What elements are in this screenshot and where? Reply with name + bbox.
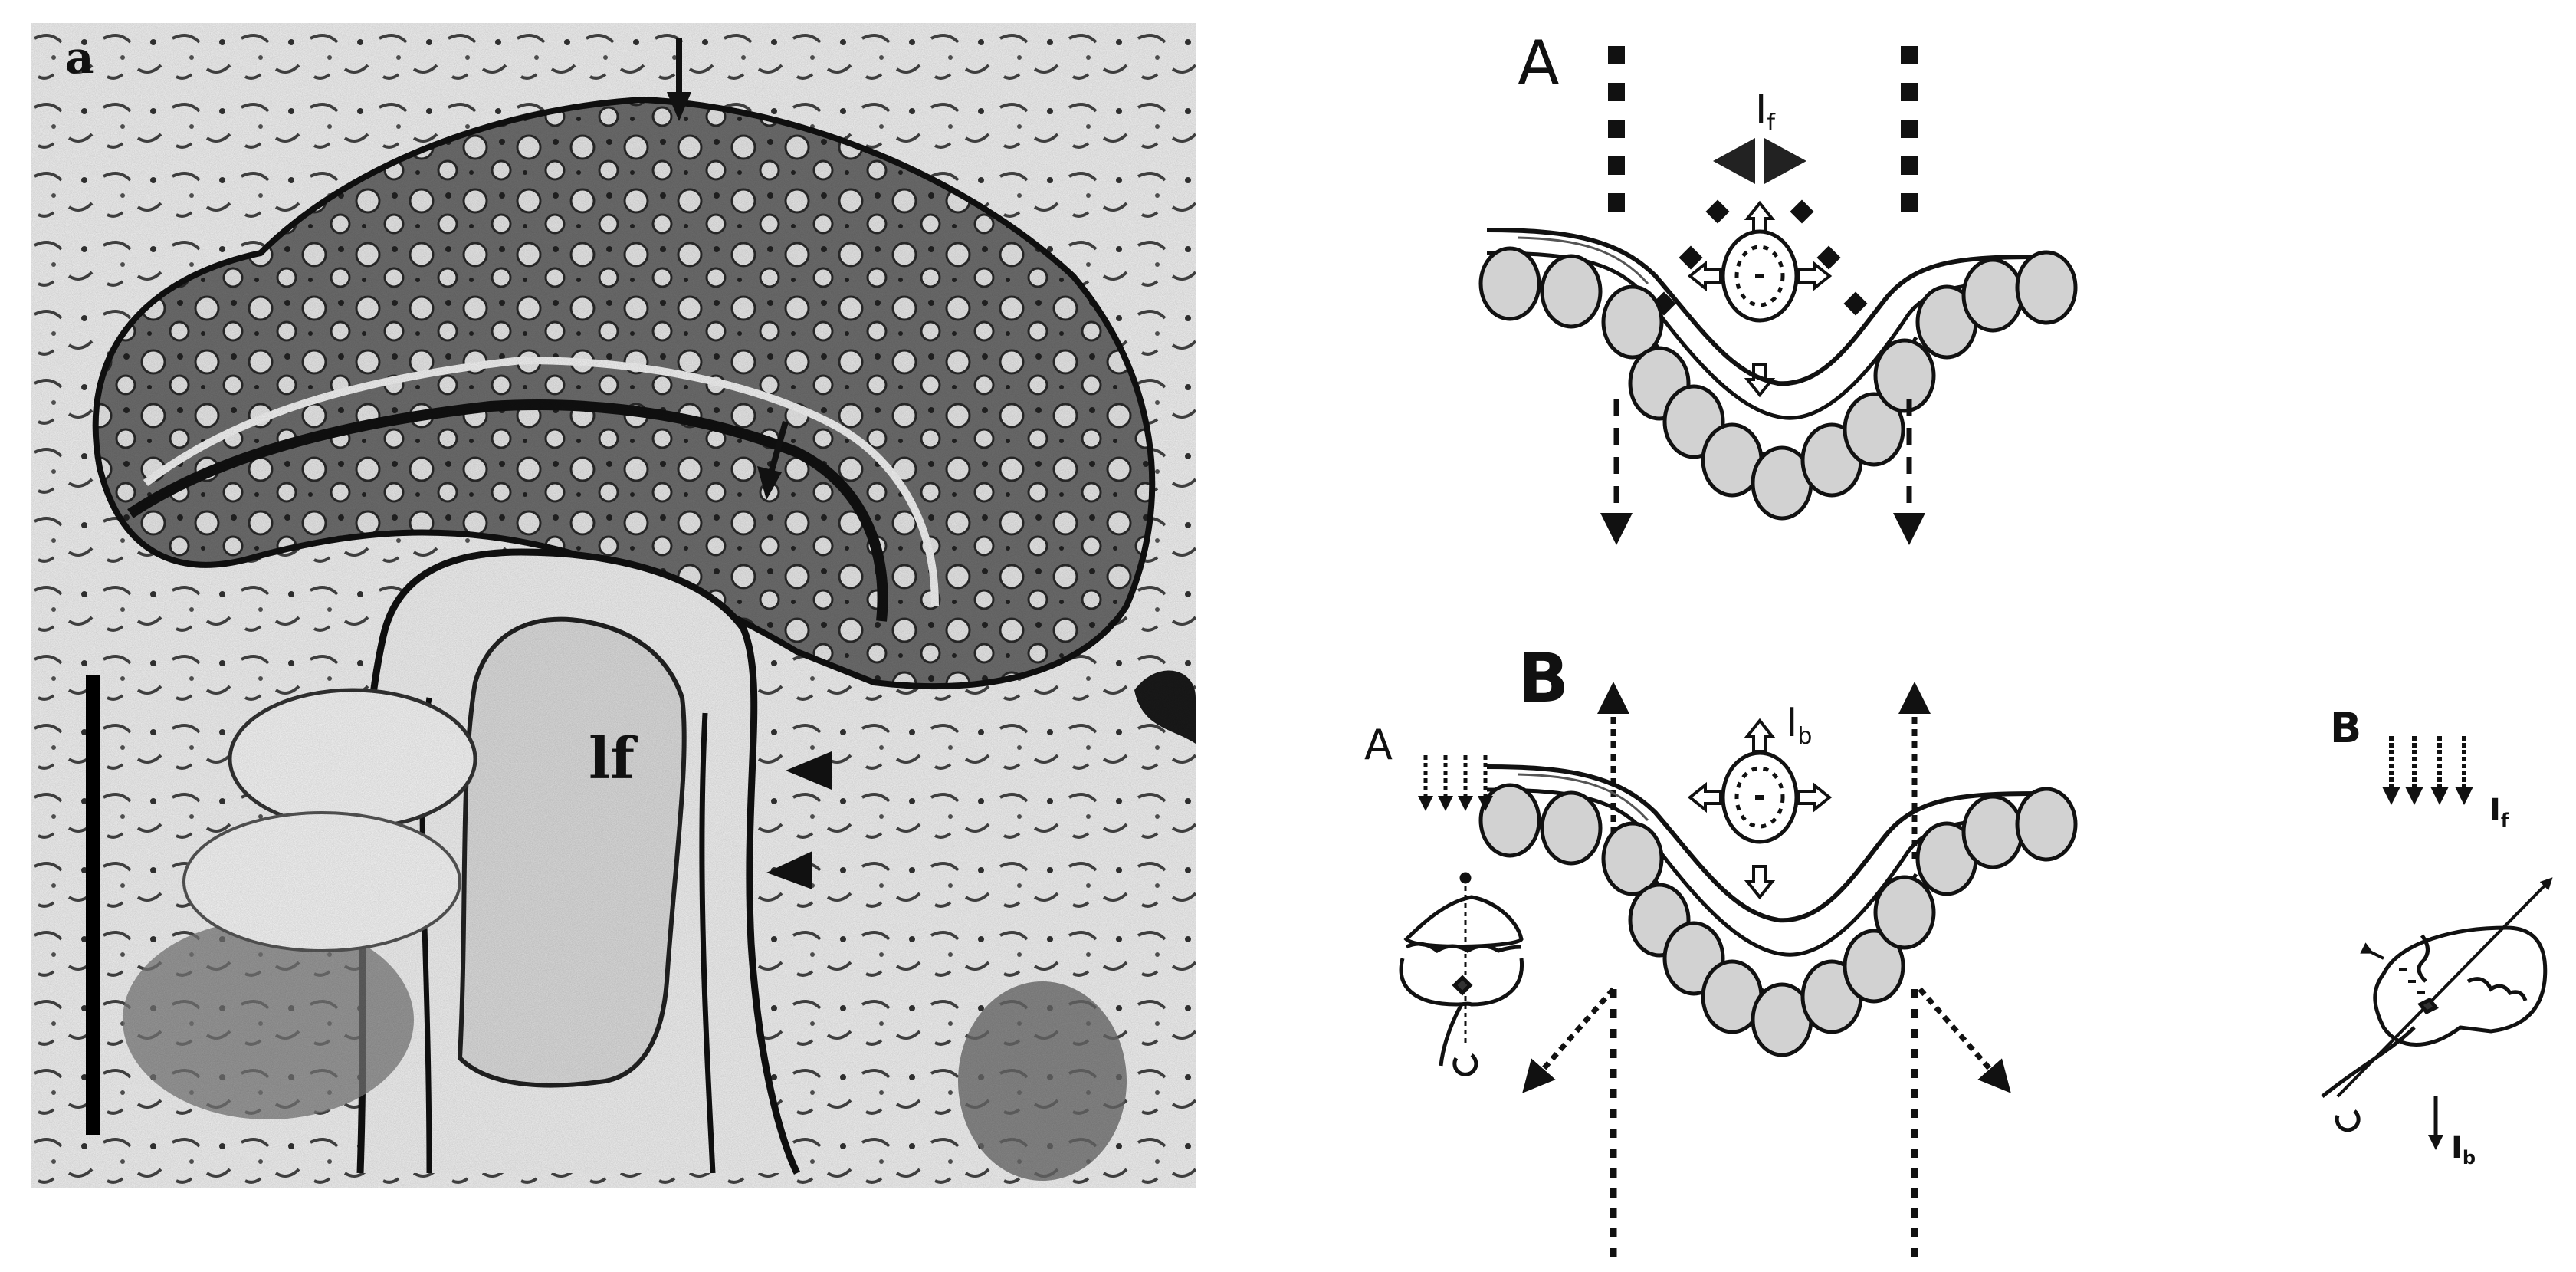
arrowhead-icon: [786, 751, 832, 790]
organelle: [1723, 753, 1797, 842]
square-dotted-line-left: [1608, 46, 1625, 212]
scale-bar: [86, 675, 100, 1135]
diagram-B: B Ib: [1481, 639, 2076, 1265]
organism-upright-icon: [1399, 872, 1524, 1076]
dotted-diagonal-arrow-icon: [1522, 987, 1616, 1093]
electron-micrograph-panel: a lf: [31, 23, 1226, 1219]
diagram-A-label: A: [1518, 28, 1560, 99]
current-label-If-inset: If: [2489, 793, 2509, 831]
outline-up-arrow-icon: [1746, 202, 1774, 235]
current-label-If: If: [1755, 87, 1776, 136]
inset-B-label: B: [2330, 704, 2361, 752]
structure-label-lf: lf: [589, 726, 638, 792]
dotted-diagonal-arrow-icon: [1918, 987, 2011, 1093]
bold-double-arrow-icon: [1713, 138, 1806, 184]
current-label-Ib-inset: Ib: [2451, 1130, 2476, 1168]
organism-tilted-icon: [2321, 877, 2553, 1150]
schematic-panel: A If: [1341, 0, 2576, 1272]
inset-B: B If Ib: [2321, 704, 2553, 1168]
parallel-down-arrows-icon: [2382, 736, 2473, 805]
schematic-diagram: A If: [1364, 28, 2553, 1265]
micrograph-image: a lf: [31, 23, 1196, 1188]
diagram-A: A If: [1481, 28, 2076, 545]
current-label-Ib: Ib: [1786, 700, 1812, 750]
inset-A-label: A: [1364, 721, 1393, 769]
outline-left-arrow-icon: [1688, 784, 1722, 811]
diagram-B-label: B: [1518, 639, 1569, 718]
outline-left-arrow-icon: [1688, 262, 1722, 290]
square-dotted-line-right: [1901, 46, 1918, 212]
noise-overlay: [31, 23, 1196, 1188]
outline-right-arrow-icon: [1797, 784, 1831, 811]
outline-right-arrow-icon: [1797, 262, 1831, 290]
organelle: [1723, 232, 1797, 320]
outline-up-arrow-icon: [1746, 719, 1774, 753]
arrowhead-icon: [766, 851, 812, 889]
parallel-down-arrows-icon: [1418, 755, 1493, 811]
panel-label-a: a: [65, 31, 94, 84]
inset-A: A: [1364, 721, 1524, 1076]
arrow-icon: [667, 38, 691, 121]
outline-down-arrow-icon: [1746, 865, 1774, 899]
arrow-icon: [757, 420, 789, 500]
